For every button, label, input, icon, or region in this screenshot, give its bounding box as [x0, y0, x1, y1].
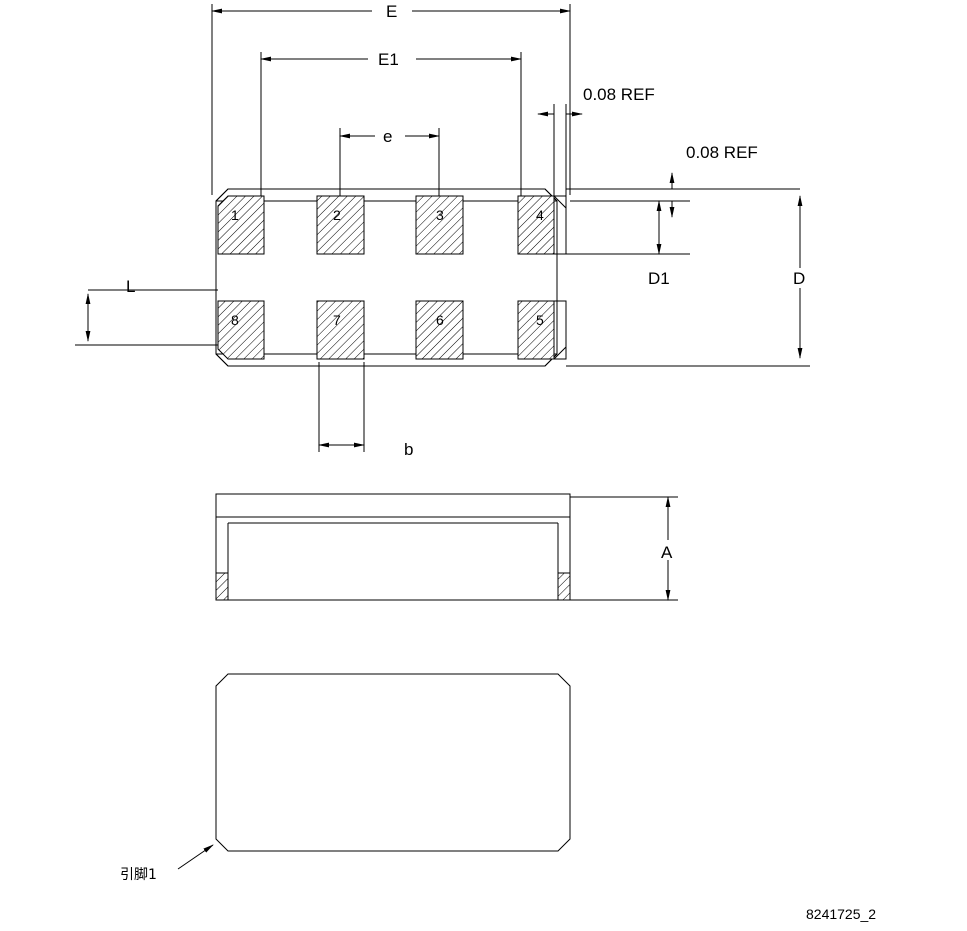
pin-label-3: 3 — [436, 207, 444, 223]
dimension-label-E1: E1 — [378, 50, 399, 69]
dimension-A: A — [570, 496, 682, 601]
dimension-label-A: A — [661, 543, 673, 562]
pin1-note-label: 引脚1 — [120, 867, 157, 883]
pin-label-7: 7 — [333, 312, 341, 328]
bottom-view: 引脚1 — [120, 673, 571, 883]
pin-label-8: 8 — [231, 312, 239, 328]
pin-label-4: 4 — [536, 207, 544, 223]
dimension-label-ref-top: 0.08 REF — [583, 85, 655, 104]
dimension-D1: D1 — [566, 200, 690, 288]
dimension-label-ref-right: 0.08 REF — [686, 143, 758, 162]
dimension-label-e: e — [383, 127, 392, 146]
dimension-label-E: E — [386, 2, 397, 21]
dimension-b: b — [318, 362, 413, 459]
dimension-ref-top: 0.08 REF — [537, 85, 655, 196]
pin-pads-bottom-row — [217, 300, 567, 360]
dimension-L: L — [75, 277, 218, 346]
pin-label-5: 5 — [536, 312, 544, 328]
dimension-D: D — [566, 195, 814, 367]
side-view: A — [215, 493, 682, 601]
pin-pads-top-row — [217, 195, 567, 255]
drawing-code: 8241725_2 — [806, 906, 876, 922]
dimension-label-L: L — [126, 277, 135, 296]
pin-label-2: 2 — [333, 207, 341, 223]
top-view: 1 2 3 4 5 6 7 8 E E1 e — [75, 1, 814, 459]
pin1-indicator: 引脚1 — [120, 844, 214, 883]
dimension-label-b: b — [404, 440, 413, 459]
dimension-label-D: D — [793, 269, 805, 288]
pin-label-1: 1 — [231, 207, 239, 223]
dimension-ref-right: 0.08 REF — [566, 143, 800, 218]
pin-label-6: 6 — [436, 312, 444, 328]
package-body-outline — [215, 188, 558, 367]
dimension-e: e — [339, 125, 440, 196]
dimension-E: E — [211, 1, 571, 195]
dimension-label-D1: D1 — [648, 269, 670, 288]
dimension-E1: E1 — [260, 48, 522, 196]
